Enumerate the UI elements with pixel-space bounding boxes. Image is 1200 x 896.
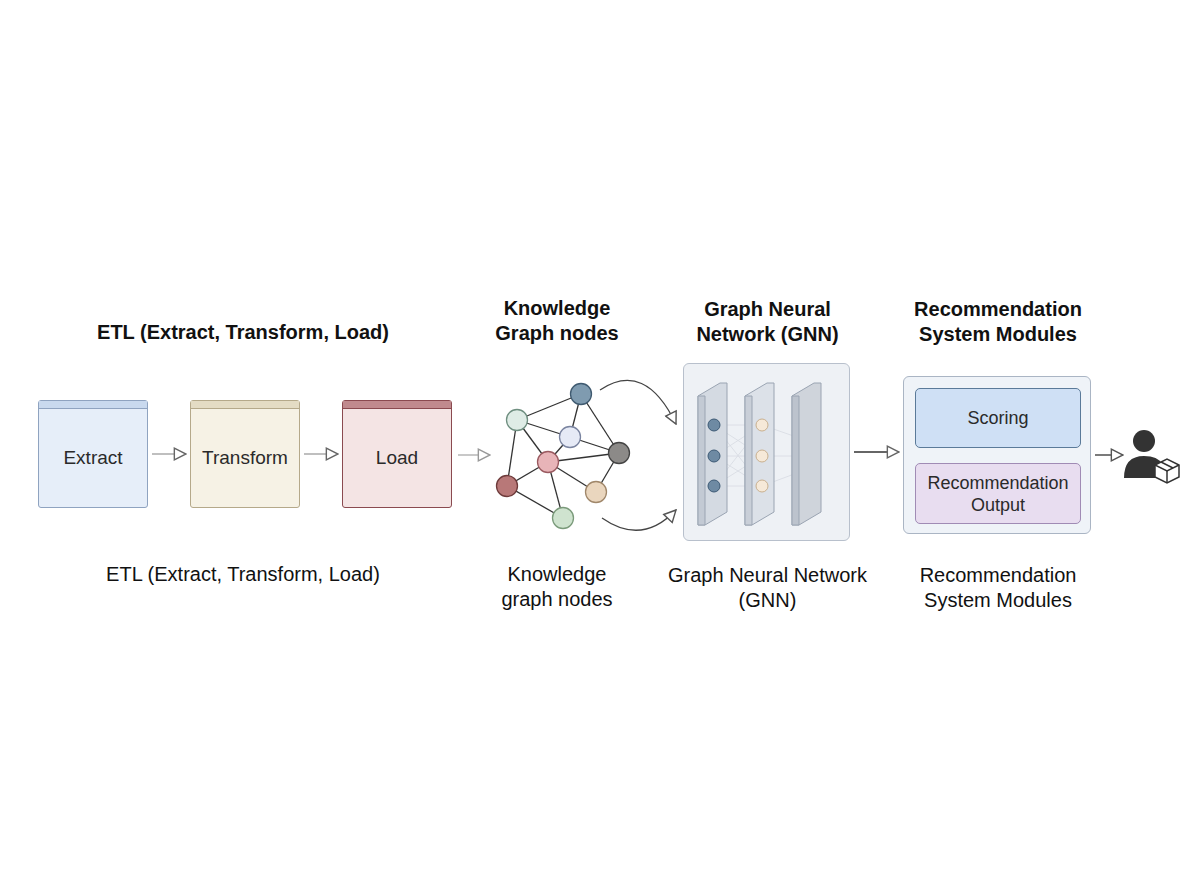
group-heading: Graph Neural Network (GNN) <box>667 297 868 347</box>
group-caption: Graph Neural Network (GNN) <box>667 563 868 613</box>
nn-layers <box>698 383 821 525</box>
curved-arrow <box>602 510 676 530</box>
gnn-box: Graph Neural Network (GNN)Graph Neural N… <box>683 363 850 541</box>
flow-arrow <box>1095 454 1123 455</box>
box-label: Extract <box>39 408 147 507</box>
curved-arrow <box>600 380 676 424</box>
header-bar <box>343 401 451 409</box>
flow-arrow <box>152 453 186 454</box>
flow-arrow <box>458 454 490 455</box>
process-box: Load <box>342 400 452 508</box>
box-label: Recommendation Output <box>916 464 1080 523</box>
module-box: Scoring <box>915 388 1081 448</box>
section-caption: Knowledge graph nodes <box>487 562 627 612</box>
header-bar <box>39 401 147 409</box>
box-label: Scoring <box>916 389 1080 447</box>
section-caption: ETL (Extract, Transform, Load) <box>63 562 423 587</box>
user-icon <box>1124 430 1179 483</box>
module-box: Recommendation Output <box>915 463 1081 524</box>
box-label: Load <box>343 408 451 507</box>
module-group: Recommendation System ModulesRecommendat… <box>903 376 1091 534</box>
flow-arrow <box>304 453 338 454</box>
process-box: Transform <box>190 400 300 508</box>
group-heading: Recommendation System Modules <box>888 297 1108 347</box>
box-label: Transform <box>191 408 299 507</box>
graph-nodes <box>497 384 630 529</box>
group-caption: Recommendation System Modules <box>888 563 1108 613</box>
section-heading: Knowledge Graph nodes <box>487 296 627 346</box>
section-heading: ETL (Extract, Transform, Load) <box>63 320 423 345</box>
process-box: Extract <box>38 400 148 508</box>
flow-arrow <box>854 451 899 452</box>
graph-edges <box>507 394 619 518</box>
header-bar <box>191 401 299 409</box>
